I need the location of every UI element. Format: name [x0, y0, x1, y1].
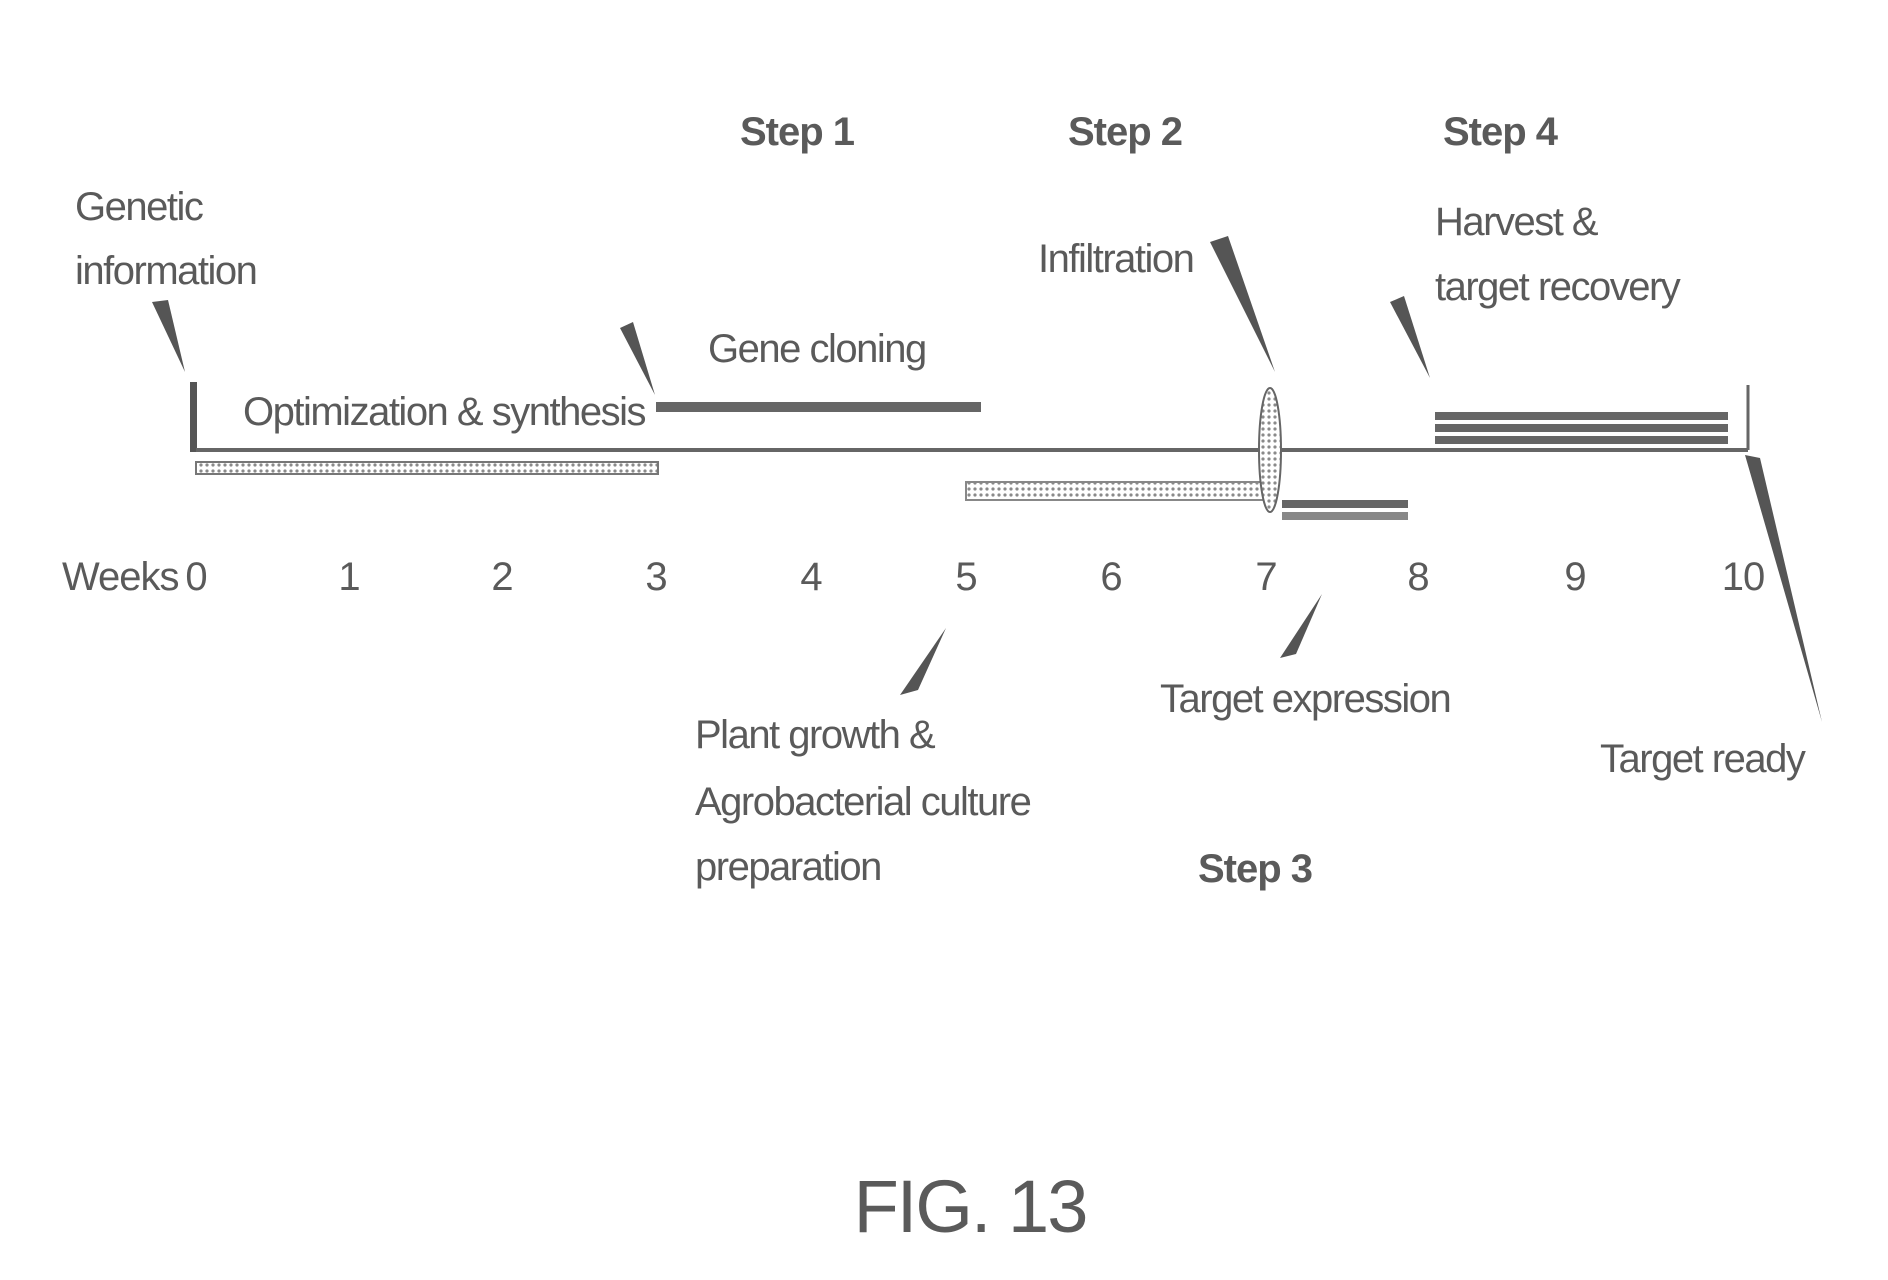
week-tick-10: 10	[1722, 555, 1765, 599]
harvest-pointer	[1390, 296, 1430, 378]
harvest-label-line1: Harvest &	[1435, 200, 1599, 244]
step-4-label: Step 4	[1443, 110, 1559, 154]
figure-caption: FIG. 13	[854, 1165, 1087, 1248]
plant-growth-bar	[966, 482, 1266, 500]
week-tick-5: 5	[955, 555, 976, 599]
gene-cloning-pointer	[620, 322, 655, 395]
week-tick-7: 7	[1255, 555, 1276, 599]
step-3-label: Step 3	[1198, 847, 1312, 891]
target-ready-label: Target ready	[1600, 737, 1806, 781]
optimization-synthesis-label: Optimization & synthesis	[243, 390, 645, 434]
week-tick-0: 0	[185, 555, 206, 599]
axis-label-weeks: Weeks	[62, 555, 179, 599]
infiltration-pointer	[1210, 236, 1275, 372]
start-marker	[190, 382, 197, 452]
target-expression-label: Target expression	[1160, 677, 1450, 721]
infiltration-marker	[1259, 388, 1281, 512]
week-tick-6: 6	[1100, 555, 1121, 599]
plant-growth-label-line3: preparation	[695, 845, 881, 889]
week-tick-9: 9	[1564, 555, 1585, 599]
week-tick-labels: 0 1 2 3 4 5 6 7 8 9 10	[185, 555, 1764, 599]
genetic-information-label-line2: information	[75, 249, 256, 293]
plant-growth-pointer	[900, 628, 946, 695]
gene-cloning-label: Gene cloning	[708, 327, 926, 371]
target-expression-pointer	[1280, 594, 1322, 658]
optimization-synthesis-bar	[196, 462, 658, 474]
step-2-label: Step 2	[1068, 110, 1182, 154]
plant-growth-label-line2: Agrobacterial culture	[695, 780, 1031, 824]
plant-growth-label-line1: Plant growth &	[695, 713, 936, 757]
harvest-label-line2: target recovery	[1435, 265, 1681, 309]
week-tick-2: 2	[491, 555, 512, 599]
harvest-bar	[1435, 412, 1728, 444]
week-tick-4: 4	[800, 555, 822, 599]
gene-cloning-bar	[656, 402, 981, 412]
week-tick-8: 8	[1407, 555, 1428, 599]
week-tick-3: 3	[645, 555, 666, 599]
target-expression-bar	[1282, 500, 1408, 520]
step-1-label: Step 1	[740, 110, 855, 154]
infiltration-label: Infiltration	[1038, 237, 1193, 281]
genetic-information-label-line1: Genetic	[75, 185, 203, 229]
week-tick-1: 1	[338, 555, 359, 599]
genetic-information-pointer	[152, 300, 185, 372]
